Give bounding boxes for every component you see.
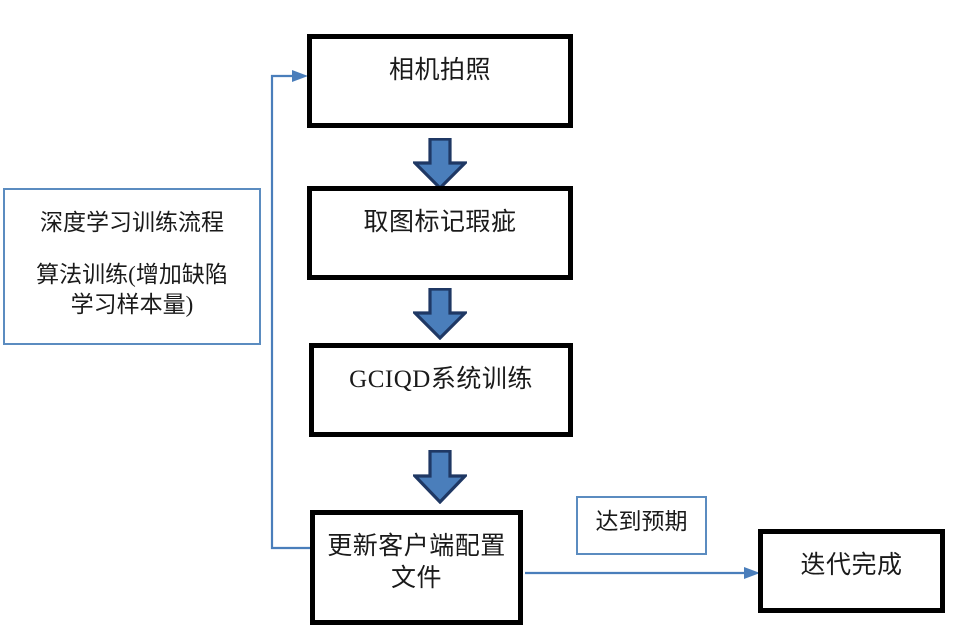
node-camera-label: 相机拍照 [388, 57, 491, 84]
note-line-detail: 算法训练(增加缺陷 学习样本量) [36, 261, 228, 317]
block-arrow-mark-to-train [413, 288, 467, 340]
node-camera[interactable]: 相机拍照 [307, 34, 573, 128]
node-gciqd-training-label: GCIQD系统训练 [349, 366, 533, 393]
block-arrow-camera-to-mark [413, 138, 467, 190]
note-expectation-met-label: 达到预期 [595, 508, 688, 534]
note-deep-learning-training-flow: 深度学习训练流程 算法训练(增加缺陷 学习样本量) [3, 188, 261, 345]
node-update-client-config[interactable]: 更新客户端配置 文件 [310, 510, 523, 625]
node-update-client-config-label: 更新客户端配置 文件 [327, 533, 506, 592]
block-arrow-train-to-update [413, 450, 467, 504]
feedback-connector [270, 74, 312, 550]
note-expectation-met: 达到预期 [576, 496, 707, 555]
node-mark-defects[interactable]: 取图标记瑕疵 [307, 186, 573, 280]
feedback-arrowhead [292, 70, 308, 82]
node-iteration-complete[interactable]: 迭代完成 [758, 529, 945, 613]
node-iteration-complete-label: 迭代完成 [800, 552, 903, 579]
node-gciqd-training[interactable]: GCIQD系统训练 [309, 343, 573, 437]
node-mark-defects-label: 取图标记瑕疵 [363, 209, 517, 236]
note-line-title: 深度学习训练流程 [40, 210, 224, 235]
